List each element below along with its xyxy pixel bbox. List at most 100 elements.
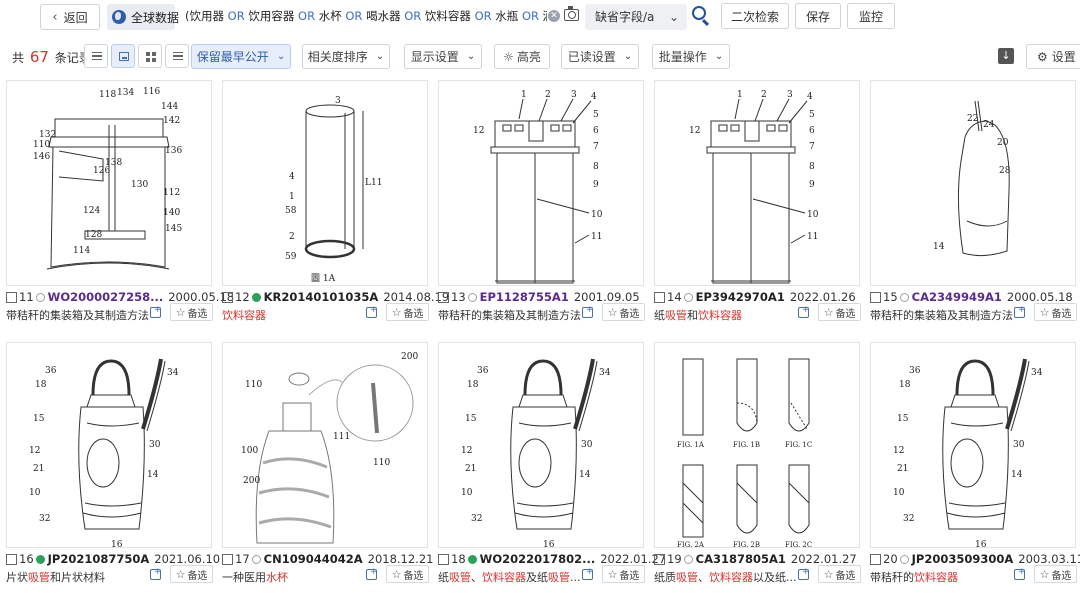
display-settings-dropdown[interactable]: 显示设置⌄ (404, 44, 482, 69)
result-index: 18 (451, 552, 466, 566)
search-query-input[interactable]: (饮用器 OR 饮用容器 OR 水杯 OR 喝水器 OR 饮料容器 OR 水瓶 … (185, 8, 547, 26)
select-checkbox[interactable] (6, 553, 17, 565)
publication-date: 2021.06.10 (154, 552, 221, 566)
select-checkbox[interactable] (222, 553, 233, 565)
result-title-link[interactable]: 纸吸管、饮料容器及纸吸管... (438, 569, 588, 585)
publication-number-link[interactable]: CA2349949A1 (911, 290, 1002, 304)
clear-icon[interactable]: ✕ (548, 10, 560, 22)
select-checkbox[interactable] (870, 291, 881, 303)
select-checkbox[interactable] (222, 291, 233, 303)
svg-text:30: 30 (1013, 440, 1025, 450)
download-icon[interactable]: ↓ (998, 48, 1014, 64)
view-grid-button[interactable] (138, 44, 162, 68)
search-icon[interactable] (692, 6, 706, 20)
select-checkbox[interactable] (438, 553, 449, 565)
publication-number-link[interactable]: KR20140101035A (263, 290, 379, 304)
result-title-link[interactable]: 纸吸管和饮料容器 (654, 307, 804, 323)
result-title-link[interactable]: 带秸秆的集装箱及其制造方法 (870, 307, 1020, 323)
publication-number-link[interactable]: CA3187805A1 (695, 552, 786, 566)
result-meta: 16 JP2021087750A 2021.06.10 (6, 552, 226, 566)
view-list-button[interactable] (84, 44, 108, 68)
svg-text:1: 1 (289, 192, 295, 202)
favorite-button[interactable]: ☆ 备选 (170, 303, 213, 321)
select-checkbox[interactable] (6, 291, 17, 303)
secondary-search-button[interactable]: 二次检索 (721, 3, 789, 29)
publication-number-link[interactable]: CN109044042A (263, 552, 363, 566)
svg-text:3: 3 (335, 96, 341, 106)
sort-dropdown[interactable]: 相关度排序⌄ (302, 44, 390, 69)
add-note-icon[interactable] (150, 305, 162, 318)
publication-number-link[interactable]: JP2003509300A (911, 552, 1014, 566)
add-note-icon[interactable] (1014, 567, 1026, 580)
publication-number-link[interactable]: JP2021087750A (47, 552, 150, 566)
select-checkbox[interactable] (438, 291, 449, 303)
favorite-button[interactable]: ☆ 备选 (1034, 565, 1077, 583)
result-meta: 11 WO2000027258... 2000.05.18 (6, 290, 234, 304)
image-search-icon[interactable] (564, 6, 579, 21)
favorite-button[interactable]: ☆ 备选 (1034, 303, 1077, 321)
field-select-value: 缺省字段/a (595, 10, 655, 24)
add-note-icon[interactable] (150, 567, 162, 580)
add-note-icon[interactable] (798, 567, 810, 580)
svg-text:3: 3 (787, 90, 793, 100)
publication-number-link[interactable]: WO2022017802... (479, 552, 596, 566)
title-segment: 带秸秆的集装箱及其制造方法 (438, 309, 581, 322)
view-detail-button[interactable] (165, 44, 189, 68)
favorite-button[interactable]: ☆ 备选 (818, 303, 861, 321)
result-title-link[interactable]: 纸质吸管、饮料容器以及纸... (654, 569, 804, 585)
query-operator: OR (345, 9, 363, 23)
favorite-button[interactable]: ☆ 备选 (386, 565, 429, 583)
result-title-link[interactable]: 带秸秆的饮料容器 (870, 569, 1020, 585)
database-selector[interactable]: 全球数据 (107, 4, 179, 30)
svg-text:114: 114 (73, 246, 90, 256)
batch-operations-dropdown[interactable]: 批量操作⌄ (652, 44, 730, 69)
field-select[interactable]: 缺省字段/a ⌄ (585, 4, 687, 30)
result-index: 12 (235, 290, 250, 304)
family-dropdown[interactable]: 保留最早公开⌄ (191, 44, 291, 69)
svg-text:14: 14 (147, 470, 159, 480)
svg-text:12: 12 (893, 446, 904, 456)
svg-text:118: 118 (99, 90, 116, 100)
select-checkbox[interactable] (654, 291, 665, 303)
favorite-button[interactable]: ☆ 备选 (602, 303, 645, 321)
favorite-button[interactable]: ☆ 备选 (386, 303, 429, 321)
add-note-icon[interactable] (798, 305, 810, 318)
favorite-button[interactable]: ☆ 备选 (170, 565, 213, 583)
select-checkbox[interactable] (654, 553, 665, 565)
back-button[interactable]: ‹ 返回 (40, 4, 100, 30)
result-title-link[interactable]: 带秸秆的集装箱及其制造方法 (438, 307, 588, 323)
favorite-button[interactable]: ☆ 备选 (602, 565, 645, 583)
favorite-button[interactable]: ☆ 备选 (818, 565, 861, 583)
add-note-icon[interactable] (582, 567, 594, 580)
publication-number-link[interactable]: WO2000027258... (47, 290, 164, 304)
read-settings-dropdown[interactable]: 已读设置⌄ (561, 44, 639, 69)
add-note-icon[interactable] (582, 305, 594, 318)
select-checkbox[interactable] (870, 553, 881, 565)
result-title-link[interactable]: 饮料容器 (222, 307, 372, 323)
result-title-link[interactable]: 一种医用水杯 (222, 569, 372, 585)
save-button[interactable]: 保存 (795, 3, 841, 29)
add-note-icon[interactable] (366, 567, 378, 580)
view-image-button[interactable] (111, 44, 135, 68)
highlight-button[interactable]: ☼高亮 (494, 44, 550, 69)
settings-button[interactable]: ⚙ 设置 (1026, 44, 1080, 69)
result-title-link[interactable]: 带秸秆的集装箱及其制造方法 (6, 307, 156, 323)
title-segment: 以及纸... (753, 571, 797, 584)
result-title-link[interactable]: 片状吸管和片状材料 (6, 569, 156, 585)
add-note-icon[interactable] (366, 305, 378, 318)
monitor-button[interactable]: 监控 (847, 3, 895, 29)
add-note-icon[interactable] (1014, 305, 1026, 318)
svg-text:12: 12 (689, 126, 700, 136)
publication-number-link[interactable]: EP3942970A1 (695, 290, 785, 304)
publication-number-link[interactable]: EP1128755A1 (479, 290, 569, 304)
